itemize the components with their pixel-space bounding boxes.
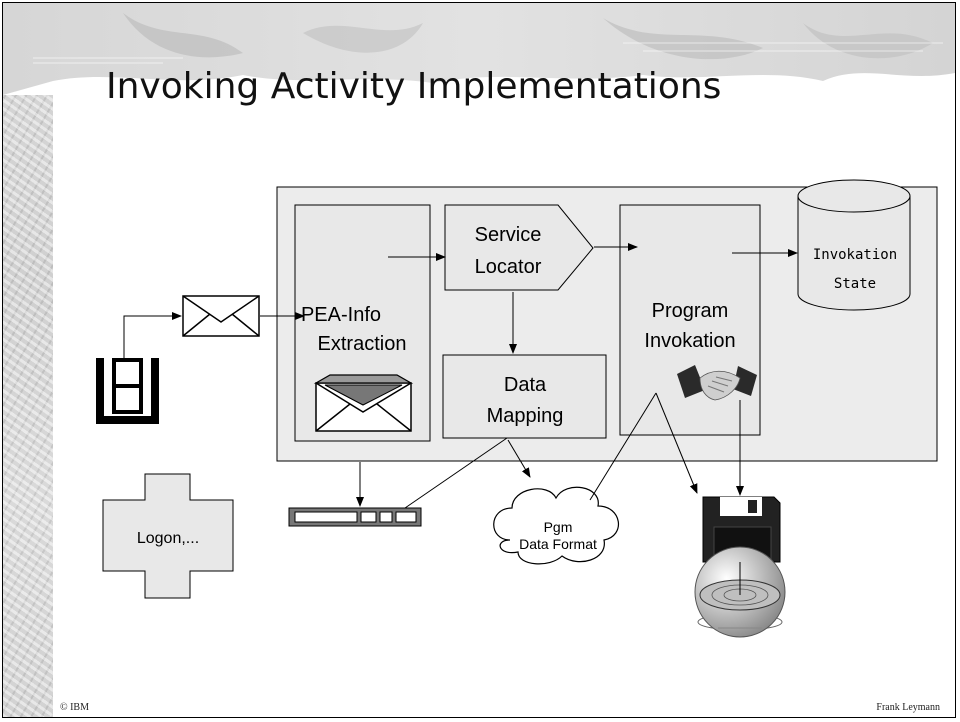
invokation-state-label-line1: Invokation [813, 247, 897, 263]
handshake-icon [677, 365, 757, 401]
footer-copyright: © IBM [60, 702, 89, 713]
line-record-bar-to-data-mapping [404, 437, 508, 509]
service-locator-label-line1: Service [475, 224, 542, 246]
data-mapping-label-line2: Mapping [487, 405, 564, 427]
pgm-data-format-label-line1: Pgm [544, 519, 573, 535]
program-invokation-box [619, 204, 761, 436]
footer-author: Frank Leymann [876, 702, 940, 713]
record-bar-icon [288, 507, 422, 527]
cloud-shape [493, 486, 620, 565]
service-locator-box [444, 204, 594, 291]
service-locator-label-line2: Locator [475, 256, 542, 278]
arrow-data-mapping-to-cloud [507, 439, 531, 478]
envelope-icon [182, 295, 260, 337]
data-mapping-label-line1: Data [504, 374, 547, 396]
data-mapping-box [442, 354, 607, 439]
pgm-data-format-label-line2: Data Format [519, 536, 597, 552]
cross-shape [102, 473, 234, 599]
open-envelope-icon [313, 374, 414, 432]
slide-title: Invoking Activity Implementations [106, 66, 722, 107]
top-texture-band [3, 3, 955, 95]
database-cylinder-icon [797, 179, 911, 311]
program-invokation-label-line2: Invokation [644, 330, 735, 352]
program-invokation-label-line1: Program [652, 300, 729, 322]
arrow-program-to-floppy [655, 392, 698, 494]
line-cloud-to-program [589, 392, 657, 501]
pea-info-label-line2: Extraction [318, 333, 407, 355]
globe-icon [694, 546, 786, 638]
left-texture-band [3, 3, 53, 717]
invokation-state-label-line2: State [834, 276, 876, 292]
queue-icon [96, 358, 159, 424]
arrow-queue-to-envelope [123, 312, 182, 358]
logon-label: Logon,... [137, 530, 199, 547]
pea-info-label-line1: PEA-Info [301, 304, 381, 326]
